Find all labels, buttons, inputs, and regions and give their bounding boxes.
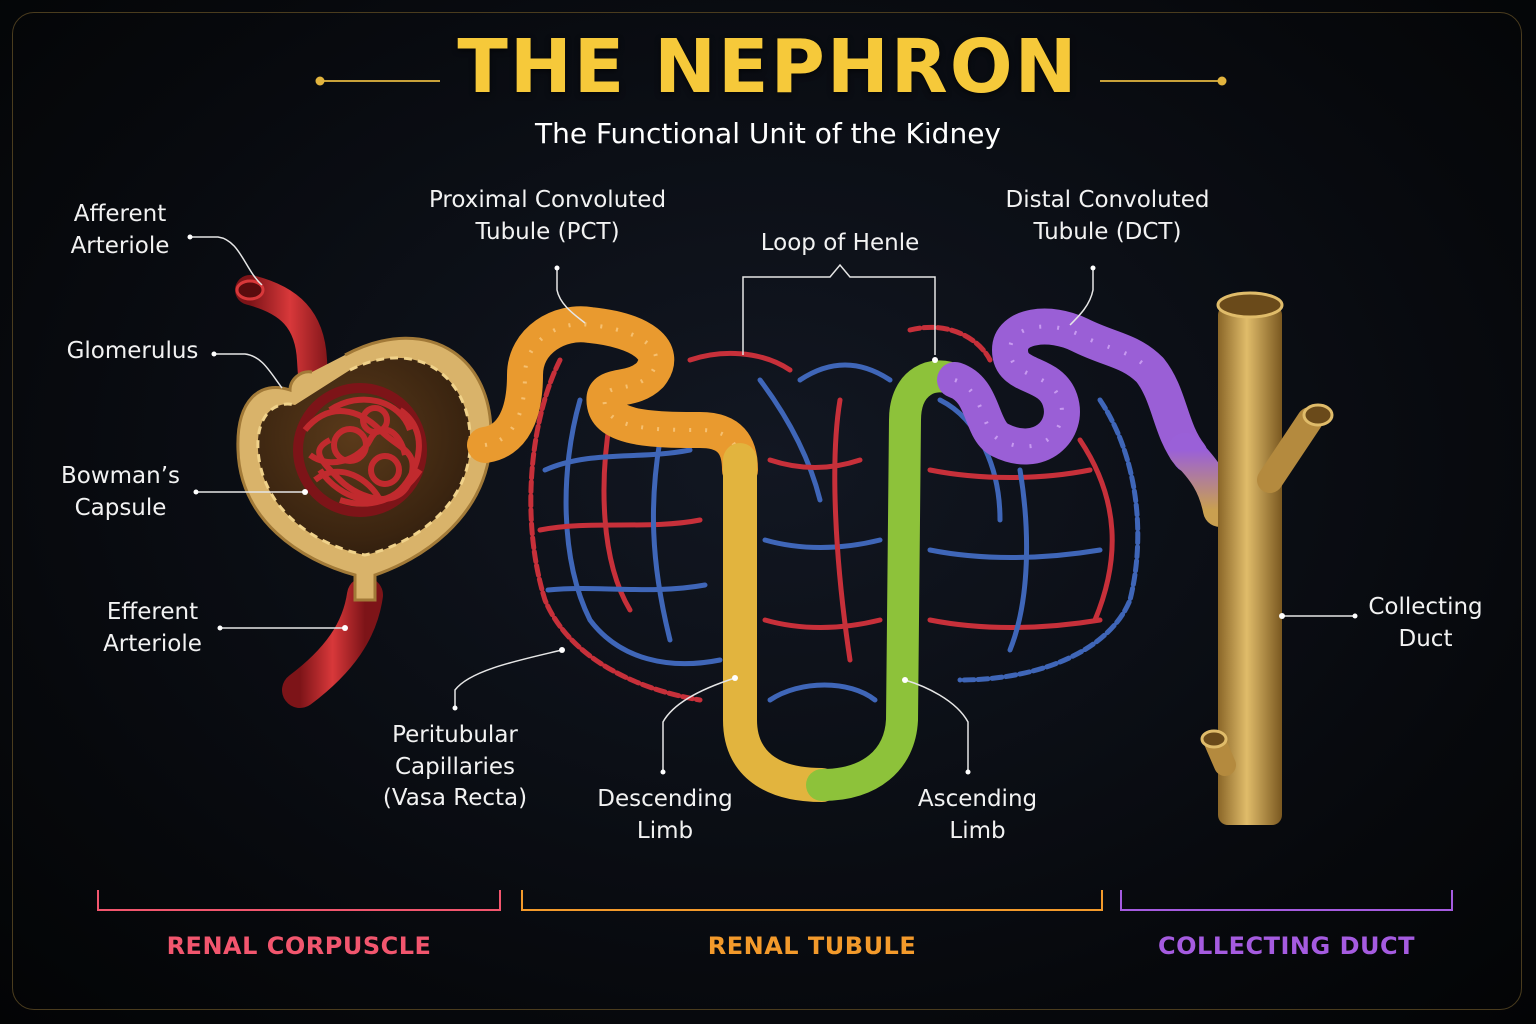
label-collecting-duct: Collecting Duct (1358, 591, 1493, 655)
label-line: Descending (597, 786, 733, 812)
leader-capillaries (454, 649, 563, 708)
title-divider-right (1100, 76, 1227, 86)
leader-ascending (904, 679, 969, 772)
ascending-limb (806, 360, 971, 801)
proximal-convoluted-tubule (467, 306, 758, 488)
page-subtitle: The Functional Unit of the Kidney (534, 117, 1001, 150)
bracket-loop-of-henle (742, 263, 936, 355)
label-line: (Vasa Recta) (382, 785, 528, 812)
peritubular-capillaries (528, 324, 1141, 703)
label-line: Ascending (917, 786, 1038, 812)
bracket-renal-tubule (521, 890, 1103, 911)
bracket-renal-corpuscle (97, 890, 501, 911)
label-efferent-arteriole: Efferent Arteriole (85, 596, 220, 660)
leader-lines (190, 236, 1355, 772)
leader-dots (187, 234, 1358, 775)
title-divider-left (315, 76, 440, 86)
label-dct: Distal Convoluted Tubule (DCT) (995, 184, 1220, 248)
distal-convoluted-tubule (937, 308, 1208, 473)
label-descending-limb: Descending Limb (585, 783, 745, 847)
label-line: Bowman’s (60, 463, 181, 489)
bracket-collecting-duct (1120, 890, 1453, 911)
section-renal-corpuscle: RENAL CORPUSCLE (166, 932, 432, 960)
section-collecting-duct: COLLECTING DUCT (1158, 932, 1415, 960)
glomerulus (293, 383, 427, 517)
label-line: Proximal Convoluted (428, 187, 667, 213)
label-ascending-limb: Ascending Limb (900, 783, 1055, 847)
collecting-duct (1168, 291, 1334, 825)
leader-pct (556, 268, 586, 324)
leader-glomerulus (214, 353, 283, 389)
label-line: Distal Convoluted (1005, 187, 1210, 213)
bowmans-capsule (236, 336, 493, 602)
label-line: Limb (636, 818, 694, 845)
page-title: THE NEPHRON (457, 24, 1079, 110)
label-line: Limb (949, 818, 1006, 845)
dct-texture (954, 324, 1152, 449)
label-peritubular-capillaries: Peritubular Capillaries (Vasa Recta) (375, 720, 535, 815)
label-line: Duct (1398, 626, 1453, 653)
label-line: Capillaries (395, 753, 515, 780)
label-line: Efferent (106, 599, 199, 625)
label-afferent-arteriole: Afferent Arteriole (50, 198, 190, 262)
label-line: Tubule (DCT) (1033, 219, 1182, 246)
label-loop-of-henle: Loop of Henle (760, 230, 920, 256)
efferent-arteriole (282, 577, 383, 708)
label-glomerulus: Glomerulus (66, 338, 199, 364)
label-line: Arteriole (70, 233, 170, 260)
label-bowmans-capsule: Bowman’s Capsule (48, 460, 193, 524)
label-line: Peritubular (392, 722, 518, 748)
leader-afferent (190, 236, 263, 286)
section-renal-tubule: RENAL TUBULE (707, 932, 917, 960)
label-line: Capsule (74, 495, 167, 522)
label-pct: Proximal Convoluted Tubule (PCT) (420, 184, 675, 248)
diagram-border (12, 12, 1522, 1010)
leader-dct (1069, 268, 1094, 326)
leader-descending (662, 677, 736, 772)
label-line: Collecting (1368, 594, 1483, 620)
label-line: Tubule (PCT) (475, 219, 620, 246)
label-line: Arteriole (103, 631, 202, 658)
label-line: Afferent (73, 201, 167, 227)
afferent-arteriole-opening (235, 279, 265, 301)
